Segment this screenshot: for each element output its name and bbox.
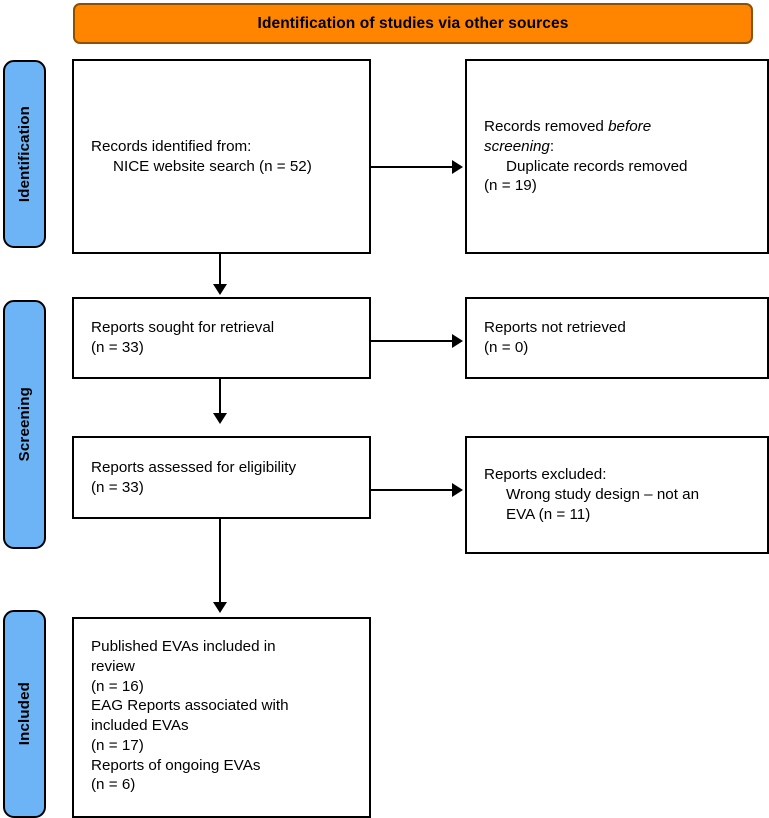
arrowhead-sought-to-not-retrieved bbox=[452, 334, 463, 348]
box-reports-assessed: Reports assessed for eligibility (n = 33… bbox=[72, 436, 371, 519]
reports-not-retrieved-line-1: Reports not retrieved bbox=[484, 319, 626, 337]
included-evas-line-4: EAG Reports associated with bbox=[91, 697, 289, 715]
included-evas-line-5: included EVAs bbox=[91, 717, 189, 734]
included-evas-line-8: (n = 6) bbox=[91, 776, 136, 794]
box-records-identified: Records identified from: NICE website se… bbox=[72, 59, 371, 254]
connector-sought-to-assessed bbox=[219, 379, 221, 415]
records-removed-line-4: (n = 19) bbox=[484, 177, 537, 195]
arrowhead-assessed-to-excluded bbox=[452, 483, 463, 497]
connector-assessed-to-excluded bbox=[371, 489, 454, 491]
box-included-evas: Published EVAs included in review (n = 1… bbox=[72, 617, 371, 818]
reports-assessed-line-1: Reports assessed for eligibility bbox=[91, 458, 297, 476]
banner-title: Identification of studies via other sour… bbox=[257, 14, 569, 32]
arrowhead-identified-to-removed bbox=[452, 160, 463, 174]
stage-label-screening: Screening bbox=[3, 300, 46, 549]
records-removed-line-2-emph: screening bbox=[484, 137, 550, 155]
included-evas-line-6: (n = 17) bbox=[91, 736, 144, 754]
stage-label-included: Included bbox=[3, 610, 46, 818]
connector-assessed-to-included bbox=[219, 519, 221, 604]
reports-sought-line-1: Reports sought for retrieval bbox=[91, 319, 275, 337]
records-removed-line-1-lead: Records removed bbox=[484, 118, 609, 135]
stage-label-identification-text: Identification bbox=[16, 105, 33, 203]
records-removed-line-2: screening: bbox=[484, 137, 750, 157]
arrowhead-assessed-to-included bbox=[213, 602, 227, 613]
reports-excluded-line-1: Reports excluded: bbox=[484, 466, 607, 484]
records-removed-line-1-emph: before bbox=[608, 118, 652, 135]
included-evas-line-2: review bbox=[91, 657, 135, 675]
reports-excluded-line-3: EVA (n = 11) bbox=[506, 505, 591, 523]
reports-sought-line-2: (n = 33) bbox=[91, 339, 144, 356]
connector-sought-to-not-retrieved bbox=[371, 340, 454, 342]
records-removed-line-3: Duplicate records removed bbox=[506, 157, 688, 175]
records-identified-line-1: Records identified from: bbox=[91, 137, 252, 155]
connector-identified-to-sought bbox=[219, 254, 221, 286]
box-reports-sought: Reports sought for retrieval (n = 33) bbox=[72, 297, 371, 379]
records-removed-line-2-colon: : bbox=[549, 137, 555, 155]
reports-assessed-line-2: (n = 33) bbox=[91, 478, 144, 496]
box-reports-not-retrieved: Reports not retrieved (n = 0) bbox=[465, 297, 769, 379]
included-evas-line-3: (n = 16) bbox=[91, 677, 144, 695]
records-identified-line-2: NICE website search (n = 52) bbox=[113, 157, 312, 175]
connector-identified-to-removed bbox=[371, 166, 454, 168]
reports-not-retrieved-line-2: (n = 0) bbox=[484, 339, 529, 356]
included-evas-line-7: Reports of ongoing EVAs bbox=[91, 756, 261, 774]
reports-excluded-line-2: Wrong study design – not an bbox=[506, 486, 700, 504]
arrowhead-sought-to-assessed bbox=[213, 413, 227, 424]
banner-identification-other-sources: Identification of studies via other sour… bbox=[73, 3, 753, 44]
records-removed-line-1: Records removed before bbox=[484, 117, 750, 137]
box-reports-excluded: Reports excluded: Wrong study design – n… bbox=[465, 436, 769, 554]
box-records-removed: Records removed before screening: Duplic… bbox=[465, 59, 769, 254]
included-evas-line-1: Published EVAs included in bbox=[91, 638, 276, 655]
stage-label-screening-text: Screening bbox=[16, 387, 33, 462]
arrowhead-identified-to-sought bbox=[213, 284, 227, 295]
stage-label-included-text: Included bbox=[16, 682, 33, 746]
stage-label-identification: Identification bbox=[3, 60, 46, 248]
